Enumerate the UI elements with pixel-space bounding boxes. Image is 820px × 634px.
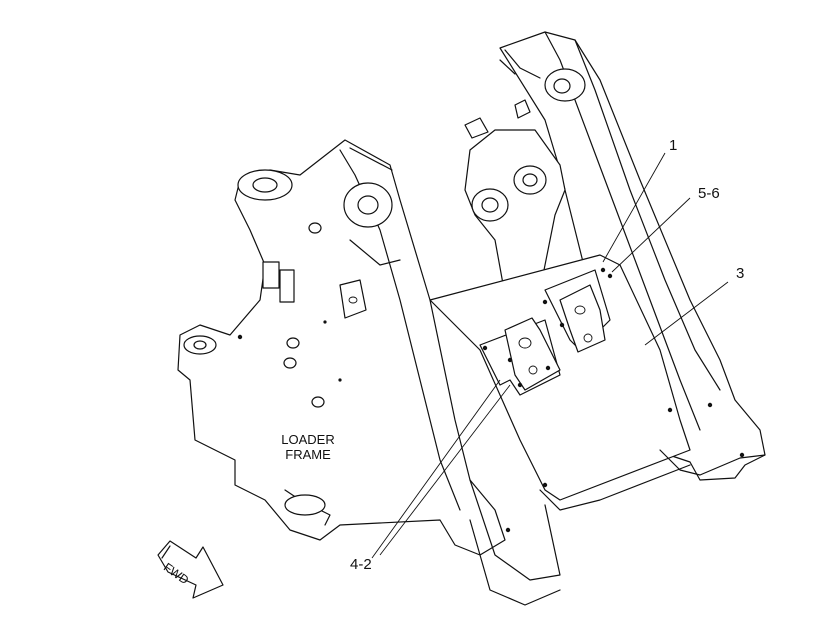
callout-3: 3: [736, 265, 745, 282]
callout-1: 1: [669, 137, 678, 154]
frame-label-line1: LOADER: [281, 432, 335, 447]
fwd-arrow-icon: [157, 540, 224, 599]
callout-4-2: 4-2: [350, 556, 372, 573]
frame-label: LOADER FRAME: [272, 432, 344, 462]
side-panel-face: [429, 254, 691, 501]
guard-plate-left-inner: [504, 317, 561, 391]
leader-line-1: [602, 152, 666, 263]
frame-label-line2: FRAME: [285, 447, 331, 462]
callout-5-6: 5-6: [698, 185, 720, 202]
leader-line-5-6: [611, 197, 691, 273]
leader-line-4-2-b: [371, 379, 501, 559]
leader-line-3: [644, 281, 729, 346]
main-frame-body: [177, 139, 506, 556]
leader-line-4-2-a: [379, 384, 511, 556]
guard-plate-right-inner: [559, 284, 606, 353]
